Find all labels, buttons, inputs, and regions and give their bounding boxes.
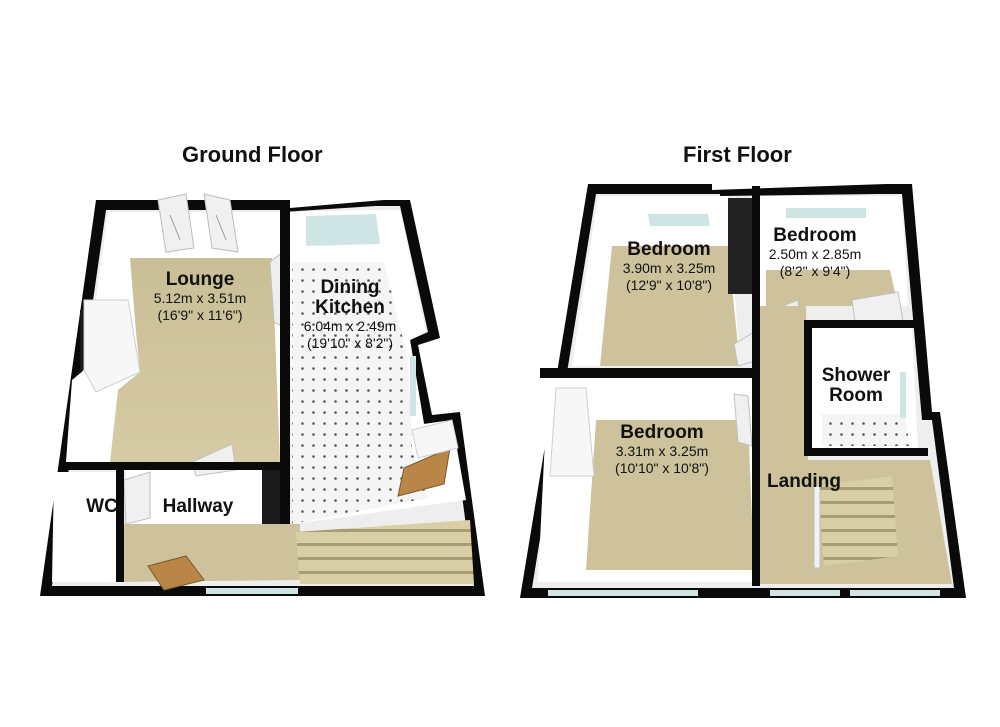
bedroom-two-metric-size: 2.50m x 2.85m — [768, 245, 862, 262]
hallway-label: Hallway — [152, 497, 244, 517]
shower-room-name-line2: Room — [829, 384, 883, 406]
lounge-chimney-breast — [83, 299, 141, 393]
first-floor-plan — [520, 184, 966, 598]
bedroom-two-name: Bedroom — [773, 225, 857, 246]
landing-banister — [813, 485, 821, 569]
lounge-french-door-left — [157, 193, 195, 253]
lounge-label: Lounge 5.12m x 3.51m (16'9" x 11'6") — [132, 270, 268, 324]
hallway-area — [116, 443, 474, 591]
dining-kitchen-name-line1: Dining — [320, 277, 380, 298]
landing-name: Landing — [767, 471, 841, 492]
bedroom-two-imperial-size: (8'2" x 9'4") — [779, 262, 851, 279]
landing-floor — [760, 306, 952, 584]
shower-room-label: Shower Room — [816, 366, 896, 406]
bedroom-two-carpet — [766, 270, 898, 306]
wc-partition — [116, 468, 124, 582]
shower-room-side-partition — [804, 320, 812, 452]
shower-room-bottom-partition — [804, 448, 928, 456]
front-door — [147, 555, 205, 591]
bedroom-three-metric-size: 3.31m x 3.25m — [615, 442, 709, 459]
bedroom-one-label: Bedroom 3.90m x 3.25m (12'9" x 10'8") — [608, 240, 730, 294]
bedroom-three-bay — [549, 387, 595, 477]
bedroom-one-metric-size: 3.90m x 3.25m — [622, 259, 716, 276]
first-floor-staircase — [818, 476, 898, 566]
lounge-metric-size: 5.12m x 3.51m — [153, 289, 247, 306]
lounge-door-handle-right — [215, 214, 227, 241]
lounge-kitchen-partition — [280, 208, 290, 524]
lounge-name: Lounge — [165, 269, 235, 290]
bedroom-one-wardrobe — [728, 198, 752, 294]
side-window-glass — [410, 356, 416, 416]
bedroom-one-window — [648, 214, 710, 226]
hallway-name: Hallway — [162, 496, 234, 517]
lounge-french-door-right — [203, 193, 239, 253]
lounge-door-handle-left — [169, 214, 181, 241]
lounge-imperial-size: (16'9" x 11'6") — [157, 306, 243, 323]
wc-floor — [52, 472, 118, 582]
bedroom-two-label: Bedroom 2.50m x 2.85m (8'2" x 9'4") — [760, 226, 870, 280]
hallway-wall-face — [126, 466, 262, 524]
hallway-floor — [116, 524, 300, 582]
first-floor-front-window-far-right — [850, 590, 940, 596]
wc-name: WC — [86, 496, 118, 517]
kitchen-counter — [411, 419, 459, 459]
hallway-lounge-partition — [62, 462, 282, 470]
lounge-carpet — [110, 258, 280, 462]
bedroom-three-room — [538, 378, 756, 582]
shower-room-tiled-floor — [822, 414, 910, 446]
bedroom-one-name: Bedroom — [627, 239, 711, 260]
ground-floor-plan — [40, 193, 485, 596]
wc-door — [123, 471, 151, 525]
wc-label: WC — [82, 497, 122, 517]
wc-room — [52, 471, 151, 582]
first-floor-left-partition — [540, 368, 752, 378]
bedroom-one-imperial-size: (12'9" x 10'8") — [625, 276, 713, 293]
shower-room-window — [900, 372, 906, 418]
dining-kitchen-name-line2: Kitchen — [315, 296, 385, 318]
bedroom-three-name: Bedroom — [620, 422, 704, 443]
bedroom-two-window — [786, 208, 866, 218]
bedroom-one-carpet — [600, 246, 740, 366]
kitchen-window — [306, 214, 380, 246]
front-window-glass — [206, 588, 298, 594]
first-floor-front-window-right — [770, 590, 840, 596]
first-floor-front-window-left — [548, 590, 698, 596]
first-floor-centre-partition — [752, 186, 760, 586]
dining-kitchen-label: Dining Kitchen 6.04m x 2.49m (19'10" x 8… — [288, 278, 412, 351]
dining-kitchen-room — [262, 210, 466, 526]
lounge-room — [66, 193, 291, 462]
ground-floor-staircase — [296, 520, 474, 584]
shower-room-name-line1: Shower — [821, 365, 891, 386]
bedroom-three-label: Bedroom 3.31m x 3.25m (10'10" x 10'8") — [596, 423, 728, 477]
bedroom-three-carpet — [586, 420, 754, 570]
landing-label: Landing — [758, 472, 850, 492]
ground-floor-title: Ground Floor — [182, 142, 323, 167]
bedroom-one-room — [572, 196, 752, 366]
shower-room-top-partition — [806, 320, 916, 328]
shower-room — [812, 328, 918, 448]
dining-kitchen-metric-size: 6.04m x 2.49m — [303, 317, 397, 334]
first-floor-title: First Floor — [683, 142, 792, 167]
dining-kitchen-imperial-size: (19'10" x 8'2") — [306, 334, 394, 351]
bedroom-three-imperial-size: (10'10" x 10'8") — [615, 459, 709, 476]
kitchen-back-door — [397, 447, 451, 497]
kitchen-tiled-floor — [292, 262, 428, 524]
